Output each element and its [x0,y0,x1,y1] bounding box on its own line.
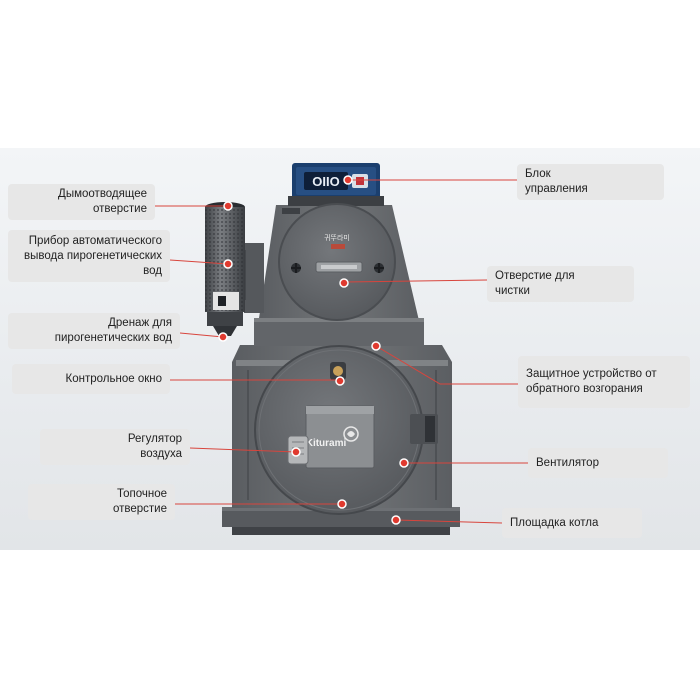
label-drainage: Дренаж для пирогенетических вод [8,313,180,349]
marker-air-regulator [291,447,301,457]
door-handle-knob-left-icon [291,263,301,273]
panel-readout: OIIO [312,174,339,189]
marker-firebox [337,499,347,509]
label-backfire-protection: Защитное устройство от обратного возгора… [518,356,690,408]
marker-control-window [335,376,345,386]
label-control-window: Контрольное окно [12,364,170,394]
markers [218,175,409,525]
marker-control-unit [343,175,353,185]
label-firebox-opening: Топочное отверстие [28,484,175,520]
korean-brand-text: 귀뚜라미 [324,233,350,242]
backfire-protection-device [410,414,438,444]
leader-lines [155,179,528,524]
label-boiler-platform: Площадка котла [502,508,642,538]
marker-backfire [371,341,381,351]
label-control-unit: Блок управления [517,164,664,200]
marker-drainage [218,332,228,342]
label-cleaning-opening: Отверстие для чистки [487,266,634,302]
control-window [330,362,346,380]
marker-fan [399,458,409,468]
door-handle-knob-right-icon [374,263,384,273]
label-air-regulator: Регулятор воздуха [40,429,190,465]
cleaning-door: 귀뚜라미 [278,203,396,321]
marker-auto-drain [223,259,233,269]
kiturami-logo-icon [343,426,359,442]
label-fan: Вентилятор [528,448,668,478]
label-auto-drain-device: Прибор автоматического вывода пирогенети… [8,230,170,282]
label-smoke-outlet: Дымоотводящее отверстие [8,184,155,220]
brand-text: Kiturami [306,438,347,449]
fan-box: Kiturami [305,405,375,469]
marker-cleaning [339,278,349,288]
control-unit: OIIO [288,163,384,206]
marker-platform [391,515,401,525]
marker-smoke-outlet [223,201,233,211]
auto-drain-device [205,202,245,336]
